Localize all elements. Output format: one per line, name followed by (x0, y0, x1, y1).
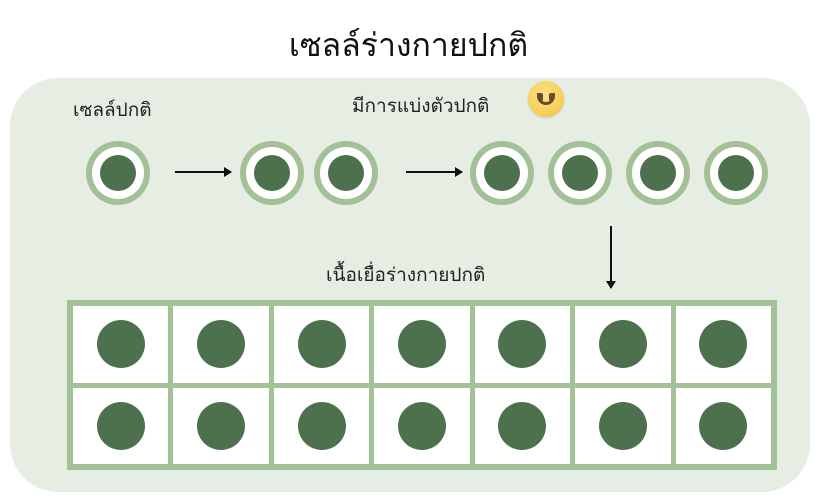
tissue-grid (67, 300, 777, 470)
cell-nucleus (498, 320, 547, 369)
tissue-cell (273, 387, 370, 464)
tissue-cell (173, 306, 269, 383)
cell-nucleus (297, 401, 346, 450)
smiley-mouth (537, 93, 555, 105)
diagram-title: เซลล์ร่างกายปกติ (288, 26, 529, 64)
tissue-cell (374, 387, 470, 464)
cell-nucleus (96, 320, 145, 369)
dividing-cell (240, 141, 304, 205)
tissue-cell (675, 387, 771, 464)
tissue-cell (374, 306, 470, 383)
normal-cell (86, 141, 150, 205)
cell-nucleus (397, 401, 446, 450)
cell-nucleus (498, 401, 547, 450)
cell-nucleus (598, 401, 647, 450)
cell-nucleus (640, 155, 676, 191)
divided-cell (470, 141, 534, 205)
arrow-right-icon (175, 167, 232, 177)
arrow-right-icon (406, 167, 463, 177)
tissue-cell (675, 306, 771, 383)
cell-division-label: มีการแบ่งตัวปกติ (352, 95, 490, 117)
normal-tissue-label: เนื้อเยื่อร่างกายปกติ (326, 264, 486, 286)
cell-nucleus (254, 155, 290, 191)
cell-nucleus (100, 155, 136, 191)
tissue-cell (273, 306, 370, 383)
tissue-cell (173, 387, 269, 464)
tissue-cell (73, 387, 169, 464)
cell-nucleus (598, 320, 647, 369)
cell-nucleus (562, 155, 598, 191)
divided-cell (626, 141, 690, 205)
tissue-cell (575, 306, 671, 383)
tissue-cell (73, 306, 169, 383)
cell-nucleus (397, 320, 446, 369)
divided-cell (548, 141, 612, 205)
tissue-cell (474, 306, 571, 383)
cell-nucleus (484, 155, 520, 191)
tissue-cell (575, 387, 671, 464)
cell-nucleus (699, 401, 748, 450)
tissue-cell (474, 387, 571, 464)
cell-nucleus (96, 401, 145, 450)
normal-cell-label: เซลล์ปกติ (73, 99, 152, 121)
cell-nucleus (718, 155, 754, 191)
smiley-face-icon (528, 81, 564, 117)
cell-nucleus (328, 155, 364, 191)
cell-nucleus (699, 320, 748, 369)
divided-cell (704, 141, 768, 205)
arrow-down-icon (606, 226, 616, 289)
cell-nucleus (197, 401, 246, 450)
dividing-cell (314, 141, 378, 205)
cell-nucleus (197, 320, 246, 369)
cell-nucleus (297, 320, 346, 369)
